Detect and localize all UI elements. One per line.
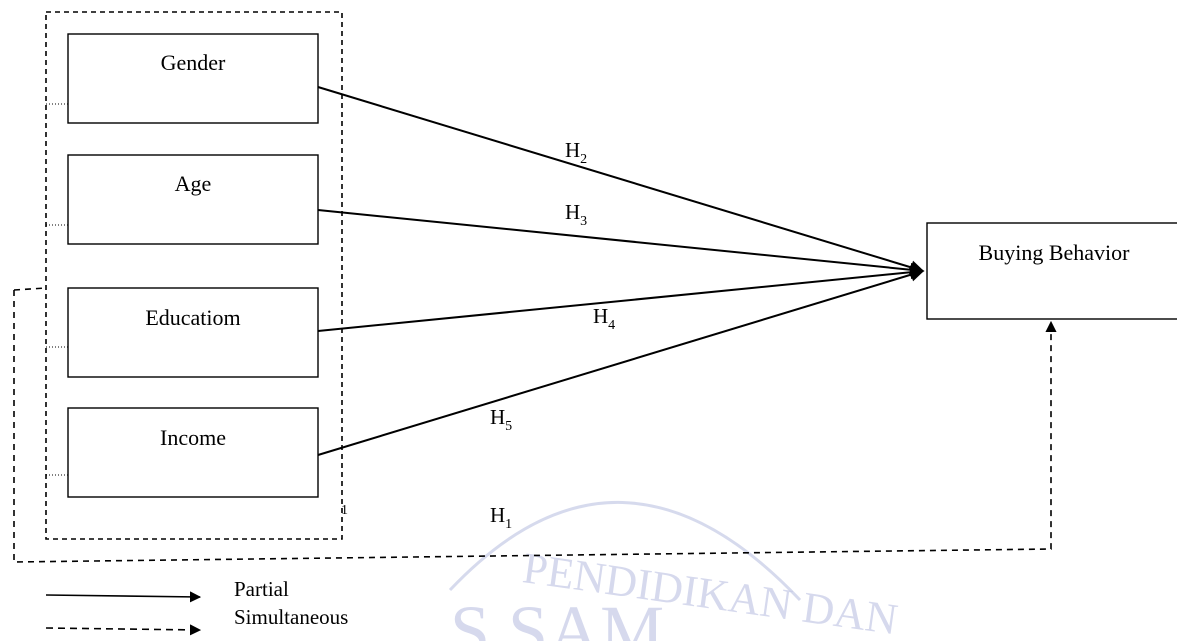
variable-box-gender: Gender [46, 33, 319, 124]
variable-label-gender: Gender [161, 50, 226, 75]
watermark-text-2: S SAM [450, 591, 664, 641]
arrow-gender-to-buying [317, 86, 925, 275]
small-mark: 1 [341, 503, 348, 518]
hypothesis-label-h2: H2 [565, 138, 587, 167]
outcome-box-buying-behavior: Buying Behavior [926, 222, 1177, 320]
hypothesis-label-h3: H3 [565, 200, 587, 229]
variable-label-income: Income [160, 425, 226, 450]
arrow-education-to-buying [317, 265, 925, 332]
simultaneous-path [13, 290, 1057, 563]
outcome-label: Buying Behavior [979, 240, 1131, 265]
hypothesis-label-h4: H4 [593, 304, 615, 333]
legend-partial-arrow [45, 591, 202, 603]
arrow-age-to-buying [317, 209, 925, 277]
watermark: PENDIDIKAN DAN S SAM [448, 501, 901, 641]
legend-partial-label: Partial [234, 577, 289, 601]
legend-simultaneous-arrow [45, 624, 202, 636]
legend: Partial Simultaneous [45, 577, 348, 636]
variable-box-income: Income [46, 407, 319, 498]
independent-variables-group [45, 11, 343, 540]
legend-simultaneous-label: Simultaneous [234, 605, 348, 629]
variable-label-age: Age [175, 171, 212, 196]
hypothesis-label-h1: H1 [490, 503, 512, 532]
variable-label-education: Educatiom [145, 305, 240, 330]
variable-box-education: Educatiom [46, 287, 319, 378]
variable-box-age: Age [46, 154, 319, 245]
arrow-income-to-buying [317, 267, 925, 456]
simultaneous-path-start [13, 287, 47, 291]
hypothesis-label-h5: H5 [490, 405, 512, 434]
